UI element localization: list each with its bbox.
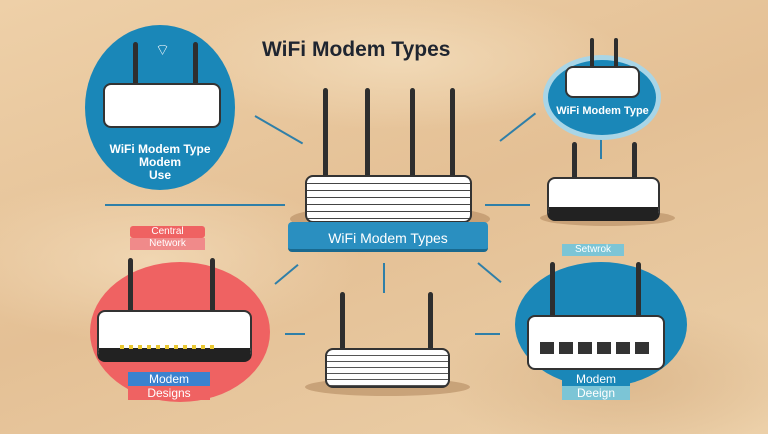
label-line: Modem (139, 155, 181, 169)
connector (600, 139, 602, 159)
wifi-icon: ⌔ (155, 42, 171, 59)
router-center (305, 175, 472, 223)
label-line: Modem (562, 372, 630, 386)
antenna (550, 262, 555, 318)
center-label-box (288, 222, 488, 252)
top-right-label: WiFi Modem Type (556, 105, 649, 117)
connector (105, 204, 285, 206)
antenna (210, 258, 215, 316)
antenna (632, 142, 637, 182)
router-top-left (103, 83, 221, 128)
led-strip (120, 345, 215, 349)
antenna (636, 262, 641, 318)
tag-line: Network (130, 238, 205, 250)
label-line: WiFi Modem Type (109, 142, 211, 156)
center-label: WiFi Modem Types (328, 230, 448, 246)
antenna (572, 142, 577, 182)
ethernet-ports (540, 342, 652, 354)
antenna (428, 292, 433, 352)
antenna (365, 88, 370, 183)
label-line: Modem (128, 372, 210, 386)
connector (285, 333, 305, 335)
router-bottom-left (97, 310, 252, 362)
top-left-label: WiFi Modem Type Modem Use (95, 143, 225, 182)
antenna (590, 38, 594, 68)
bottom-left-label: Modem Designs (128, 372, 210, 400)
connector (475, 333, 500, 335)
central-network-tag: Central Network (130, 226, 205, 250)
antenna (410, 88, 415, 183)
setwork-tag: Setwrok (562, 244, 624, 256)
label-line: Deeign (562, 386, 630, 400)
bottom-right-label: Modem Deeign (562, 372, 630, 400)
router-bottom-center (325, 348, 450, 388)
antenna (133, 42, 138, 87)
antenna (323, 88, 328, 183)
router-right (547, 177, 660, 221)
antenna (614, 38, 618, 68)
tag-line: Central (130, 226, 205, 238)
connector (383, 263, 385, 293)
page-title: WiFi Modem Types (262, 38, 451, 61)
antenna (128, 258, 133, 316)
antenna (193, 42, 198, 87)
label-line: Designs (128, 386, 210, 400)
connector (485, 204, 530, 206)
router-top-right (565, 66, 640, 98)
antenna (450, 88, 455, 183)
antenna (340, 292, 345, 352)
label-line: Use (148, 168, 171, 182)
